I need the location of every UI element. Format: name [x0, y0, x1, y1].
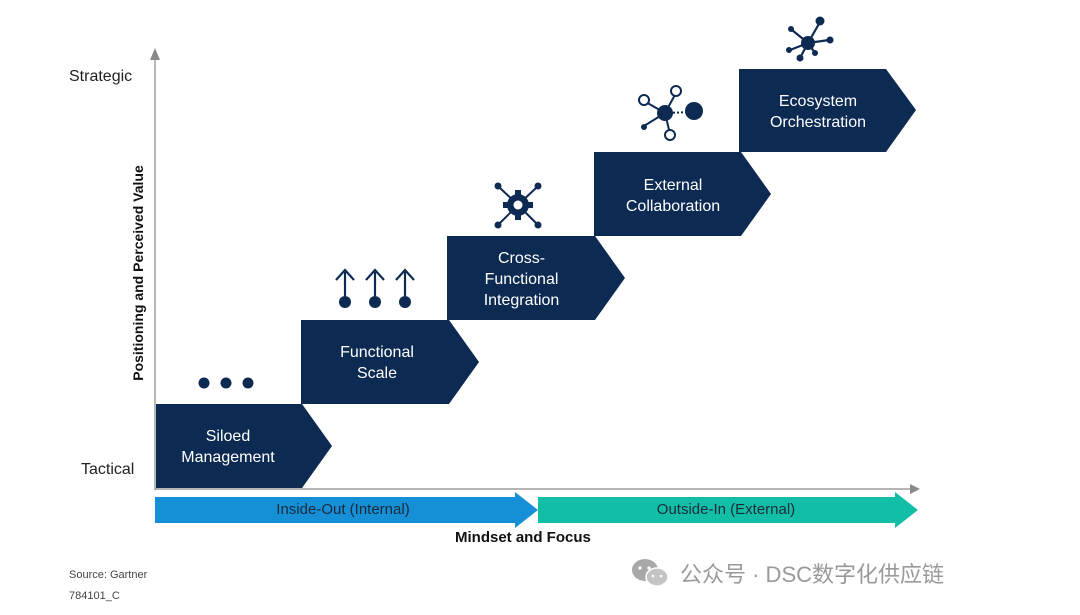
stage-5-line-1: Ecosystem: [778, 93, 858, 110]
stage-4-label: External Collaboration: [598, 175, 748, 217]
stage-5-line-2: Orchestration: [769, 114, 867, 131]
y-axis-arrowhead: [150, 48, 160, 60]
y-axis-top-label: Strategic: [69, 68, 133, 85]
stage-1-line-2: Management: [181, 449, 275, 466]
stage-3-line-3: Integration: [483, 292, 560, 309]
watermark: 公众号 · DSC数字化供应链: [630, 555, 944, 591]
stage-2-line-1: Functional: [340, 344, 414, 361]
stage-5-label: Ecosystem Orchestration: [742, 91, 894, 133]
band-outside-in: [538, 492, 918, 528]
y-axis-bottom-label: Tactical: [81, 461, 135, 478]
stage-2-line-2: Scale: [356, 365, 398, 382]
stage-1-line-1: Siloed: [205, 428, 251, 445]
stage-3-label: Cross- Functional Integration: [449, 248, 594, 311]
stage-cross-functional-integration: [447, 236, 625, 320]
x-axis-title: Mindset and Focus: [455, 529, 591, 546]
molecule-network-icon: [638, 85, 703, 141]
x-axis-arrowhead: [910, 484, 920, 494]
stage-external-collaboration: [594, 152, 771, 236]
stage-4-line-2: Collaboration: [625, 198, 721, 215]
stage-ecosystem-orchestration: [739, 69, 916, 152]
band-inside-out-label: Inside-Out (Internal): [276, 501, 410, 518]
stage-2-label: Functional Scale: [303, 342, 451, 384]
stage-3-line-2: Functional: [484, 271, 559, 288]
y-axis-title: Positioning and Perceived Value: [130, 165, 146, 381]
ellipsis-dots-icon: [198, 377, 254, 389]
three-up-arrows-icon: [335, 268, 415, 308]
stage-1-label: Siloed Management: [158, 426, 298, 468]
watermark-text: 公众号 · DSC数字化供应链: [680, 562, 945, 587]
stage-3-line-1: Cross-: [497, 250, 546, 267]
band-inside-out: [155, 492, 538, 528]
stage-4-line-1: External: [643, 177, 703, 194]
wechat-icon: [632, 559, 669, 587]
figure-id: 784101_C: [69, 590, 120, 602]
stage-functional-scale: [301, 320, 479, 404]
source-line: Source: Gartner: [69, 569, 148, 581]
hub-network-icon: [786, 16, 834, 62]
stage-siloed-management: [156, 404, 332, 488]
gear-network-icon: [494, 182, 542, 229]
band-outside-in-label: Outside-In (External): [656, 501, 796, 518]
